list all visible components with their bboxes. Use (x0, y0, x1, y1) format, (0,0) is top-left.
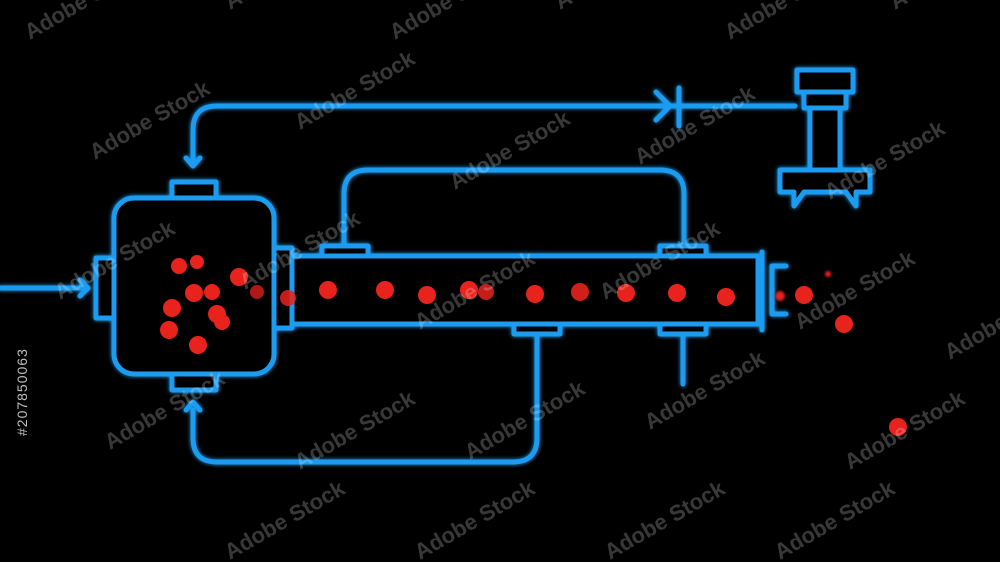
bottom-return-line (190, 333, 540, 465)
press-base (777, 167, 873, 209)
tube-outlet-bracket (769, 263, 789, 317)
particle (250, 285, 264, 299)
watermark: Adobe Stock (385, 0, 515, 44)
tube-flange-bottom-mid (511, 321, 563, 337)
watermark: Adobe Stock (220, 475, 350, 562)
watermark: Adobe Stock (640, 345, 770, 434)
watermark: Adobe Stock (550, 0, 680, 14)
watermark: Adobe Stock (100, 365, 230, 454)
tube-flange-bottom-right (657, 321, 709, 337)
particle (376, 281, 394, 299)
particle (526, 285, 544, 303)
particle (889, 418, 907, 436)
particle-group (160, 255, 907, 436)
chamber-left-port (93, 255, 117, 321)
bypass-line (341, 167, 687, 249)
watermark: Adobe Stock (445, 105, 575, 194)
particle (190, 255, 204, 269)
particle (668, 284, 686, 302)
press-column (807, 105, 843, 173)
watermark: Adobe Stock (840, 385, 970, 474)
particle (319, 281, 337, 299)
particle (795, 286, 813, 304)
press-head (794, 67, 856, 95)
watermark: Adobe Stock (720, 0, 850, 44)
stock-id-text: #207850063 (14, 348, 30, 436)
watermark: Adobe Stock (940, 275, 1000, 364)
flow-arrow-right (653, 89, 673, 123)
top-feed-arrow (183, 155, 203, 169)
particle (478, 284, 494, 300)
particle (460, 281, 478, 299)
particle (280, 290, 296, 306)
particle (185, 284, 203, 302)
tube-flange-top-right (657, 243, 709, 259)
particle (835, 315, 853, 333)
particle (160, 321, 178, 339)
top-feed-line (190, 103, 798, 168)
watermark: Adobe Stock (20, 0, 150, 44)
particle (717, 288, 735, 306)
particle (214, 314, 230, 330)
particle (163, 299, 181, 317)
particle (189, 336, 207, 354)
particle (171, 258, 187, 274)
bottom-return-arrow (183, 399, 203, 413)
particle-blur (775, 291, 785, 301)
watermark: Adobe Stock (630, 80, 760, 169)
watermark: Adobe Stock (290, 45, 420, 134)
watermark: Adobe Stock (410, 475, 540, 562)
particle (617, 284, 635, 302)
watermark: Adobe Stock (600, 475, 730, 562)
particle (571, 283, 589, 301)
particle (230, 268, 248, 286)
particle (418, 286, 436, 304)
watermark: Adobe Stock (885, 0, 1000, 14)
particle (204, 284, 220, 300)
inlet-arrow (77, 277, 91, 299)
chamber-bottom-port (169, 371, 219, 393)
tube-flange-top-left (319, 243, 371, 259)
watermark: Adobe Stock (770, 475, 900, 562)
particle-blur (825, 271, 831, 277)
watermark: Adobe Stock (220, 0, 350, 14)
watermark: Adobe Stock (460, 375, 590, 464)
chamber-top-port (169, 179, 219, 201)
